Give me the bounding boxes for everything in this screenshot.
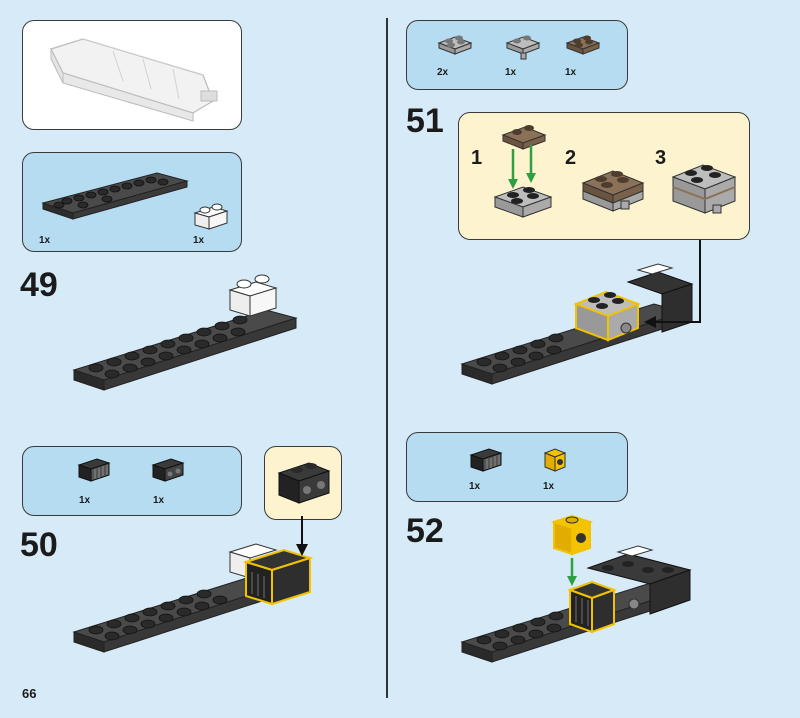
part-qty: 1x (565, 67, 577, 78)
plate-2x2-brown-icon (565, 35, 601, 55)
brick-1x2-holes-icon (151, 458, 185, 482)
substep-1-image (493, 125, 553, 218)
step-51-parts-panel: 2x 1x 1x (406, 20, 628, 90)
plate-2x10-dark-icon (41, 172, 189, 220)
step-49-assembly (72, 274, 298, 391)
model-overview-panel (22, 20, 242, 130)
substep-number: 3 (655, 147, 667, 169)
step-number: 52 (406, 512, 444, 550)
part-qty: 1x (505, 67, 517, 78)
part-qty: 1x (39, 235, 51, 246)
plate-2x2-light-gray-icon (437, 35, 473, 55)
model-preview-image (50, 38, 218, 122)
brick-1x2-holes-detail-icon (277, 462, 331, 504)
step-51-substeps-panel: 1 2 3 (458, 112, 750, 240)
part-qty: 1x (469, 481, 481, 492)
step-52-assembly (460, 514, 692, 663)
plate-2x2-with-pin-icon (505, 35, 541, 60)
part-qty: 1x (193, 235, 205, 246)
part-qty: 2x (437, 67, 449, 78)
step-52-parts-panel: 1x 1x (406, 432, 628, 502)
step-49-parts-panel: 1x 1x (22, 152, 242, 252)
step-number: 51 (406, 102, 444, 140)
part-qty: 1x (543, 481, 555, 492)
step-51-assembly (460, 240, 701, 385)
column-divider (386, 18, 388, 698)
step-number: 50 (20, 526, 58, 564)
part-qty: 1x (153, 495, 165, 506)
step-number: 49 (20, 266, 58, 304)
brick-1x2-grille-icon (469, 448, 503, 472)
brick-1x2-white-icon (193, 203, 229, 230)
step-50-callout (264, 446, 342, 520)
step-50-parts-panel: 1x 1x (22, 446, 242, 516)
substep-2-image (581, 170, 645, 212)
substep-number: 1 (471, 147, 483, 169)
part-qty: 1x (79, 495, 91, 506)
brick-1x2-grille-icon (77, 458, 111, 482)
substep-number: 2 (565, 147, 577, 169)
step-50-assembly (72, 516, 314, 653)
page-number: 66 (22, 686, 37, 701)
substep-3-image (671, 164, 737, 214)
brick-1x1-yellow-icon (543, 448, 567, 472)
